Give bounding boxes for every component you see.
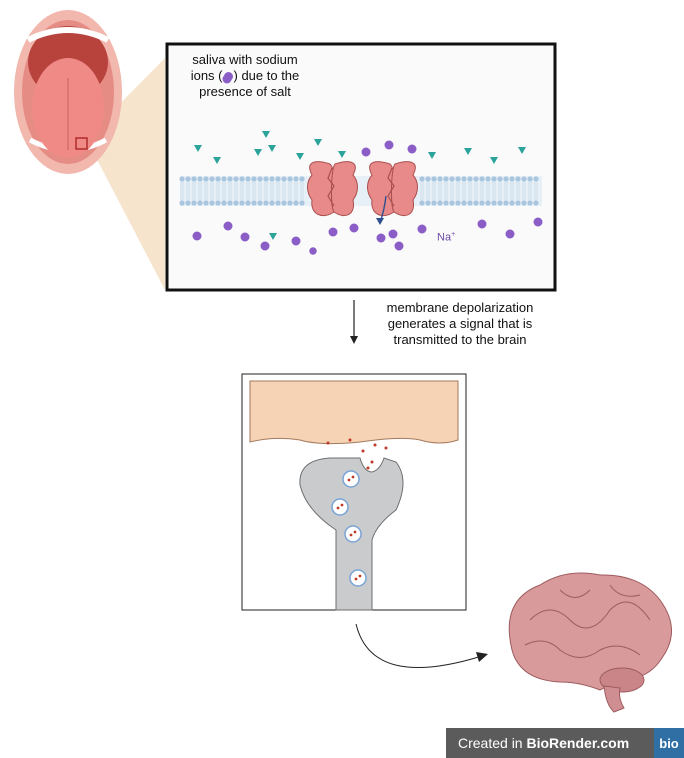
neuron-terminal-icon: [249, 380, 459, 611]
neurotransmitter-dot: [349, 533, 353, 537]
brain-icon: [508, 572, 672, 713]
released-neurotransmitter: [384, 446, 388, 450]
sodium-ion: [291, 236, 301, 246]
sodium-ion: [388, 229, 398, 239]
caption-line: membrane depolarization: [386, 300, 534, 315]
caption-line: transmitted to the brain: [393, 332, 527, 347]
sodium-ion: [307, 245, 319, 257]
neurotransmitter-dot: [347, 478, 351, 482]
anion-particle: [518, 147, 526, 154]
caption-line: generates a signal that is: [387, 316, 533, 331]
anion-particle: [464, 148, 472, 155]
anion-particle: [254, 149, 262, 156]
na-text: Na: [437, 231, 452, 244]
anion-particle: [428, 152, 436, 159]
anion-particle: [269, 233, 277, 240]
sodium-ion-icon: [223, 72, 233, 81]
neurotransmitter-dot: [340, 503, 344, 507]
sodium-ion: [394, 241, 404, 251]
released-neurotransmitter: [366, 466, 370, 470]
sodium-ion: [505, 229, 515, 239]
anion-particle: [268, 145, 276, 152]
sodium-ion: [328, 227, 338, 237]
zoom-region-marker: [75, 137, 88, 150]
signal-arrow: [355, 623, 488, 668]
saliva-caption: saliva with sodium ions ( ) due to the pr…: [180, 52, 310, 100]
neurotransmitter-dot: [336, 506, 340, 510]
anion-particle: [338, 151, 346, 158]
released-neurotransmitter: [348, 438, 352, 442]
biorender-logo-icon: bio: [654, 728, 684, 758]
released-neurotransmitter: [326, 441, 330, 445]
sodium-ion: [349, 223, 359, 233]
caption-text: ) due to the: [233, 68, 300, 83]
sodium-ion: [407, 144, 417, 154]
sodium-ion: [361, 147, 371, 157]
released-neurotransmitter: [373, 443, 377, 447]
sodium-ion: [223, 221, 233, 231]
badge-text: Created in BioRender.com: [446, 735, 654, 751]
released-neurotransmitter: [370, 460, 374, 464]
anion-particle: [262, 131, 270, 138]
neurotransmitter-dot: [353, 530, 357, 534]
badge-prefix: Created in: [458, 735, 527, 751]
sodium-ion: [384, 140, 394, 150]
anion-particles: [194, 131, 526, 240]
anion-particle: [213, 157, 221, 164]
membrane-panel: [165, 42, 557, 292]
ion-channel-icon: [307, 161, 418, 225]
neurotransmitter-dot: [351, 475, 355, 479]
caption-line: ions ( ) due to the: [180, 68, 310, 84]
anion-particle: [296, 153, 304, 160]
synaptic-vesicle: [349, 569, 367, 587]
na-label: Na+: [437, 231, 455, 244]
mouth-icon: [14, 10, 122, 174]
synaptic-vesicle: [342, 470, 360, 488]
sodium-ion: [192, 231, 202, 241]
anion-particle: [490, 157, 498, 164]
sodium-ion: [260, 241, 270, 251]
badge-brand: BioRender.com: [526, 735, 630, 751]
synaptic-vesicle: [344, 525, 362, 543]
released-neurotransmitter: [361, 449, 365, 453]
depolarization-caption: membrane depolarization generates a sign…: [370, 300, 550, 348]
sodium-ion: [417, 224, 427, 234]
sodium-ions: [192, 74, 543, 257]
down-arrow: [350, 300, 358, 344]
neurotransmitter-dot: [354, 577, 358, 581]
caption-line: presence of salt: [199, 84, 291, 99]
sodium-ion: [477, 219, 487, 229]
caption-text: ions (: [190, 68, 223, 83]
biorender-badge[interactable]: Created in BioRender.com bio: [446, 728, 684, 758]
cell-membrane: [179, 176, 542, 206]
na-charge: +: [451, 231, 456, 238]
sodium-ion: [376, 233, 386, 243]
caption-line: saliva with sodium: [192, 52, 298, 67]
sodium-ion: [240, 232, 250, 242]
sodium-ion: [533, 217, 543, 227]
synaptic-vesicle: [331, 498, 349, 516]
anion-particle: [194, 145, 202, 152]
neurotransmitter-dot: [358, 574, 362, 578]
anion-particle: [314, 139, 322, 146]
